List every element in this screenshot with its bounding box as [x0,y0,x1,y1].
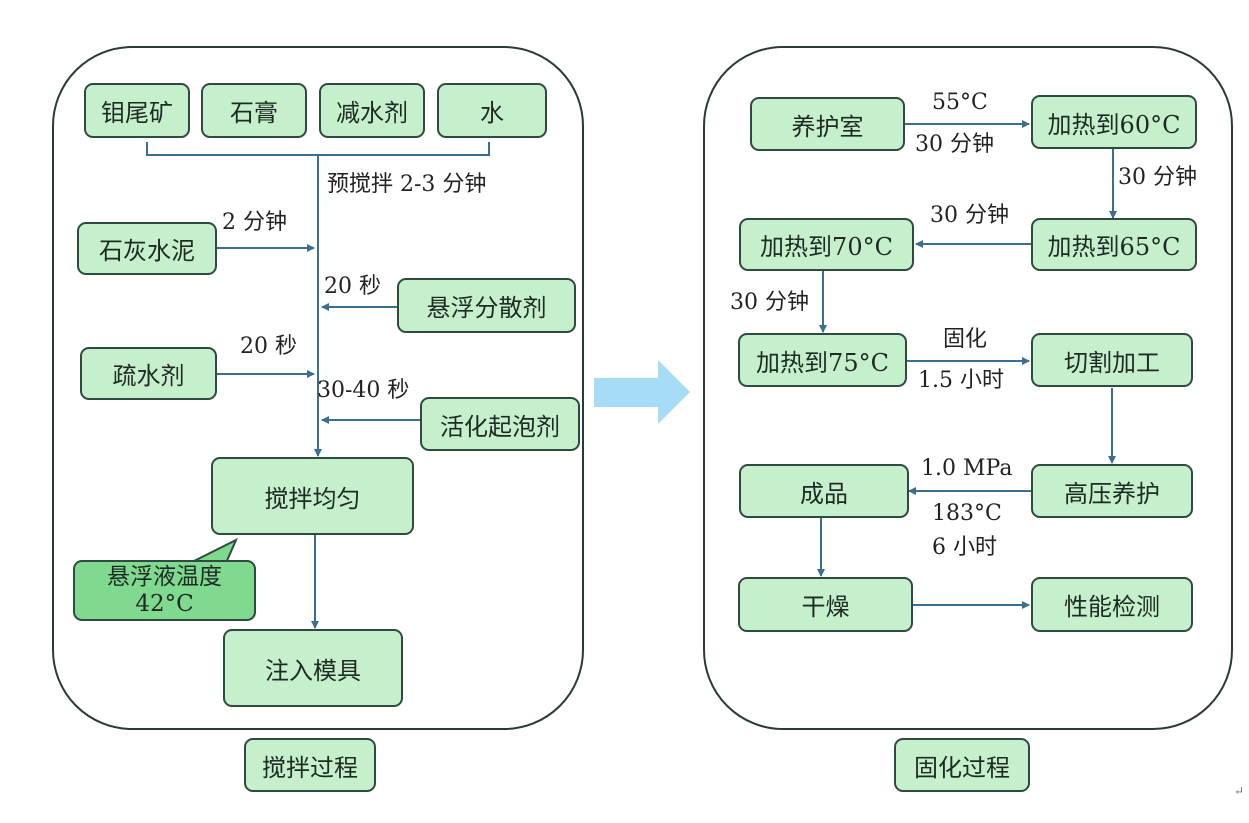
premix-label: 预搅拌 2-3 分钟 [327,172,487,197]
cutting-node: 切割加工 [1031,333,1193,387]
edge-label-30min-a: 30 分钟 [915,132,994,157]
dispersant-node: 悬浮分散剂 [397,278,576,333]
input-node: 钼尾矿 [84,83,190,138]
heat-65-node: 加热到65°C [1031,218,1197,271]
temperature-callout: 悬浮液温度 42°C [73,560,256,621]
curing-caption: 固化过程 [894,738,1030,792]
mold-node: 注入模具 [223,629,403,707]
dispersant-time: 20 秒 [324,274,381,299]
stir-node: 搅拌均匀 [211,457,414,535]
lime-cement-node: 石灰水泥 [77,222,217,275]
input-node: 减水剂 [319,83,425,138]
edge-label-183c: 183°C [932,501,1002,526]
edge-label-30min-c: 30 分钟 [930,203,1009,228]
hydrophobic-node: 疏水剂 [80,347,217,400]
edge-label-55c: 55°C [932,90,988,115]
testing-node: 性能检测 [1031,577,1193,632]
foaming-agent-node: 活化起泡剂 [420,397,580,451]
mixing-caption: 搅拌过程 [244,738,376,792]
edge-label-30min-b: 30 分钟 [1118,165,1197,190]
foaming-agent-time: 30-40 秒 [317,378,410,403]
edge-label-6h: 6 小时 [932,535,997,560]
heat-75-node: 加热到75°C [738,333,907,387]
product-node: 成品 [739,464,909,518]
input-node: 水 [437,83,547,138]
return-mark-icon: ↵ [1234,784,1245,798]
big-arrow-icon [594,360,690,424]
curing-room-node: 养护室 [750,97,905,151]
heat-70-node: 加热到70°C [739,218,914,271]
edge-label-pressure: 1.0 MPa [921,456,1013,481]
autoclave-node: 高压养护 [1031,464,1193,518]
lime-cement-time: 2 分钟 [222,210,287,235]
input-node: 石膏 [201,83,307,138]
hydrophobic-time: 20 秒 [240,334,297,359]
edge-label-curing: 固化 [943,327,988,352]
edge-label-30min-d: 30 分钟 [730,290,809,315]
heat-60-node: 加热到60°C [1031,95,1197,149]
edge-label-1-5h: 1.5 小时 [918,368,1004,393]
drying-node: 干燥 [738,577,913,632]
